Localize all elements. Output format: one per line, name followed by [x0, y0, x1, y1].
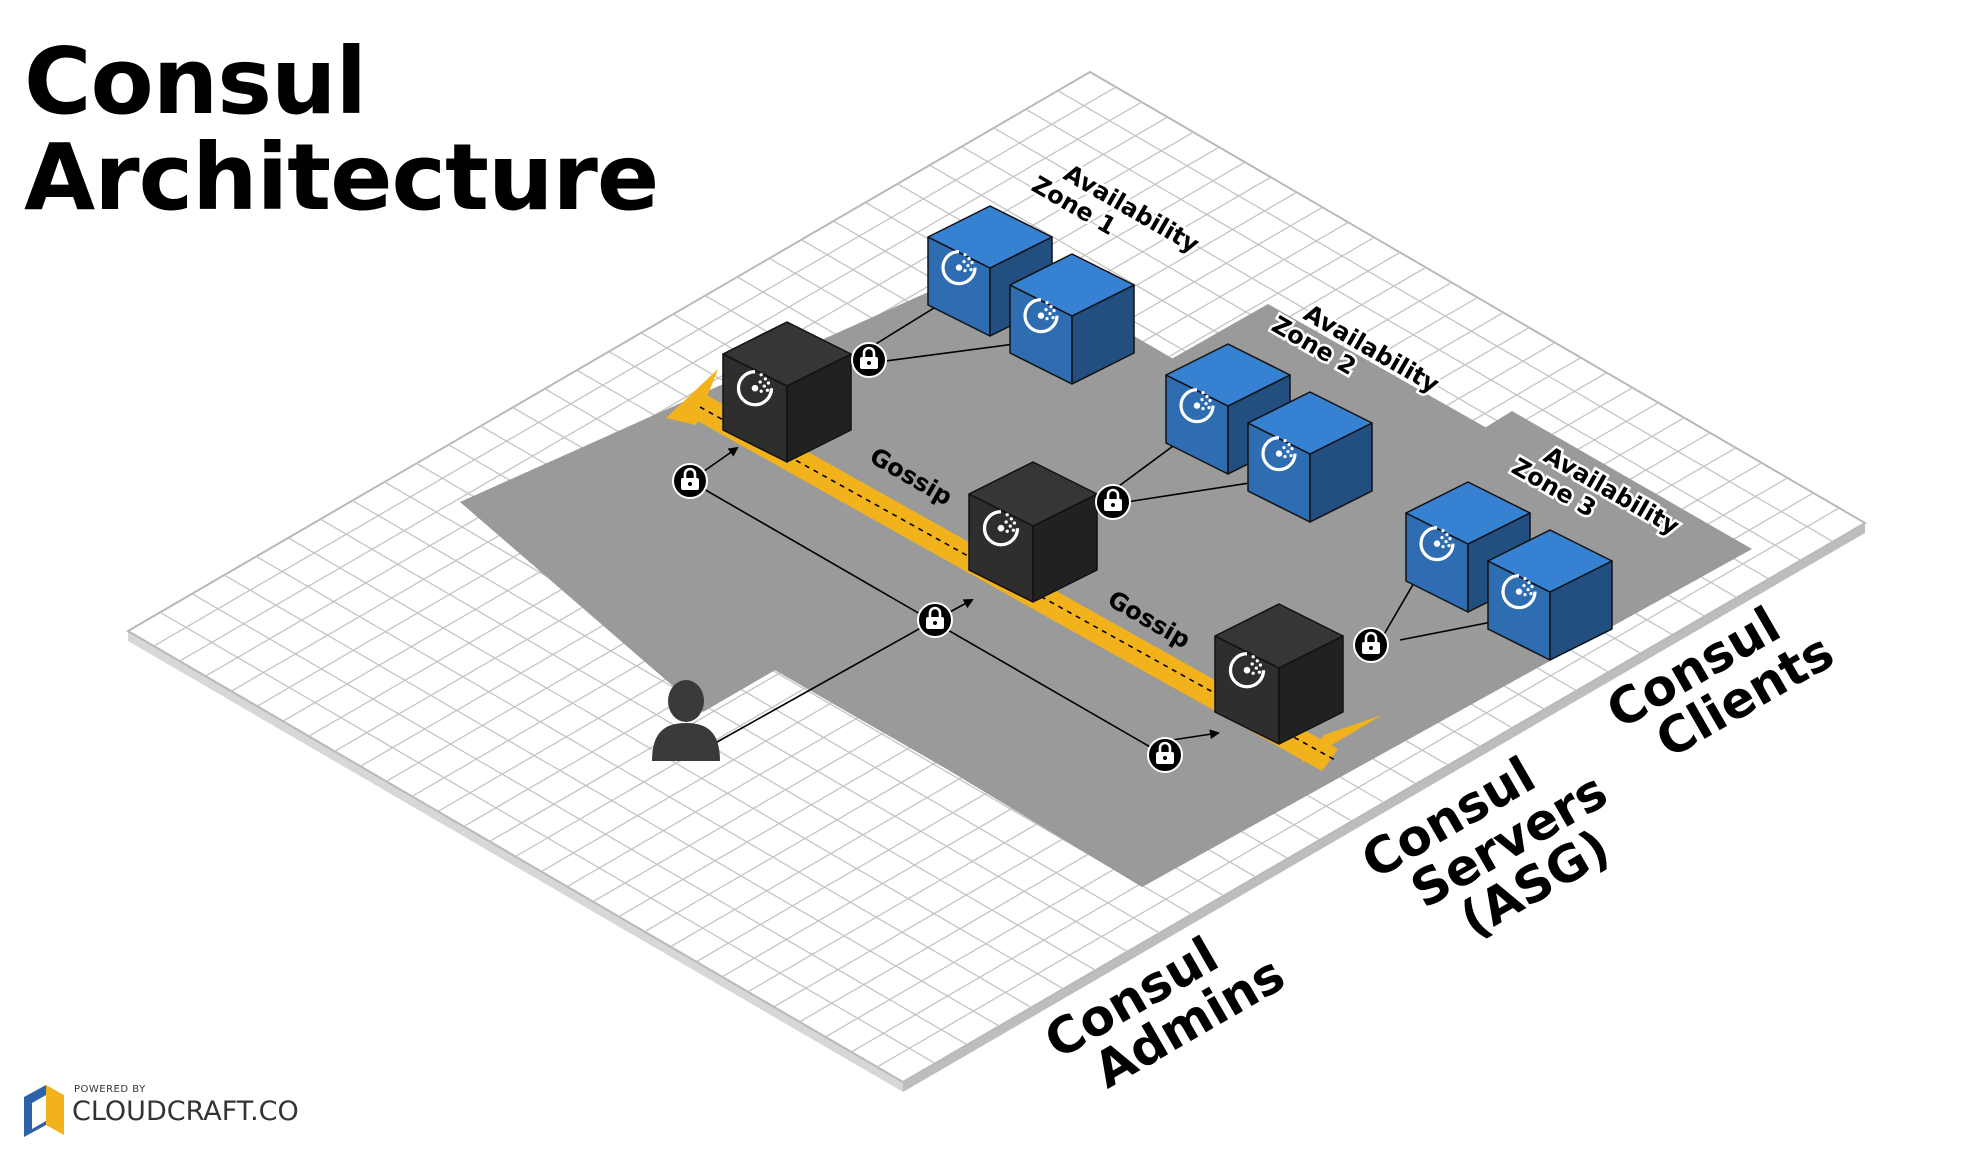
server-cube	[968, 461, 1098, 603]
server-cubes	[722, 321, 1344, 745]
padlock-icon	[1094, 483, 1132, 521]
user-silhouette-icon	[652, 680, 720, 761]
client-cube	[1247, 391, 1373, 523]
title-line-2: Architecture	[24, 124, 659, 231]
cloudcraft-label: CLOUDCRAFT.CO	[72, 1096, 299, 1127]
client-cubes	[927, 205, 1613, 661]
server-cube	[722, 321, 852, 463]
server-cube	[1214, 603, 1344, 745]
powered-by-label: POWERED BY	[74, 1084, 146, 1095]
padlock-icon	[1352, 626, 1390, 664]
cloudcraft-branding: POWERED BY CLOUDCRAFT.CO	[22, 1080, 322, 1136]
padlock-icon	[1146, 736, 1184, 774]
client-cube	[1009, 253, 1135, 385]
client-cube	[1487, 529, 1613, 661]
cloudcraft-logo-icon	[24, 1085, 64, 1137]
page-title: Consul Architecture	[24, 34, 659, 226]
padlock-icon	[916, 601, 954, 639]
title-line-1: Consul	[24, 28, 367, 135]
padlock-icon	[850, 341, 888, 379]
padlock-icon	[671, 462, 709, 500]
